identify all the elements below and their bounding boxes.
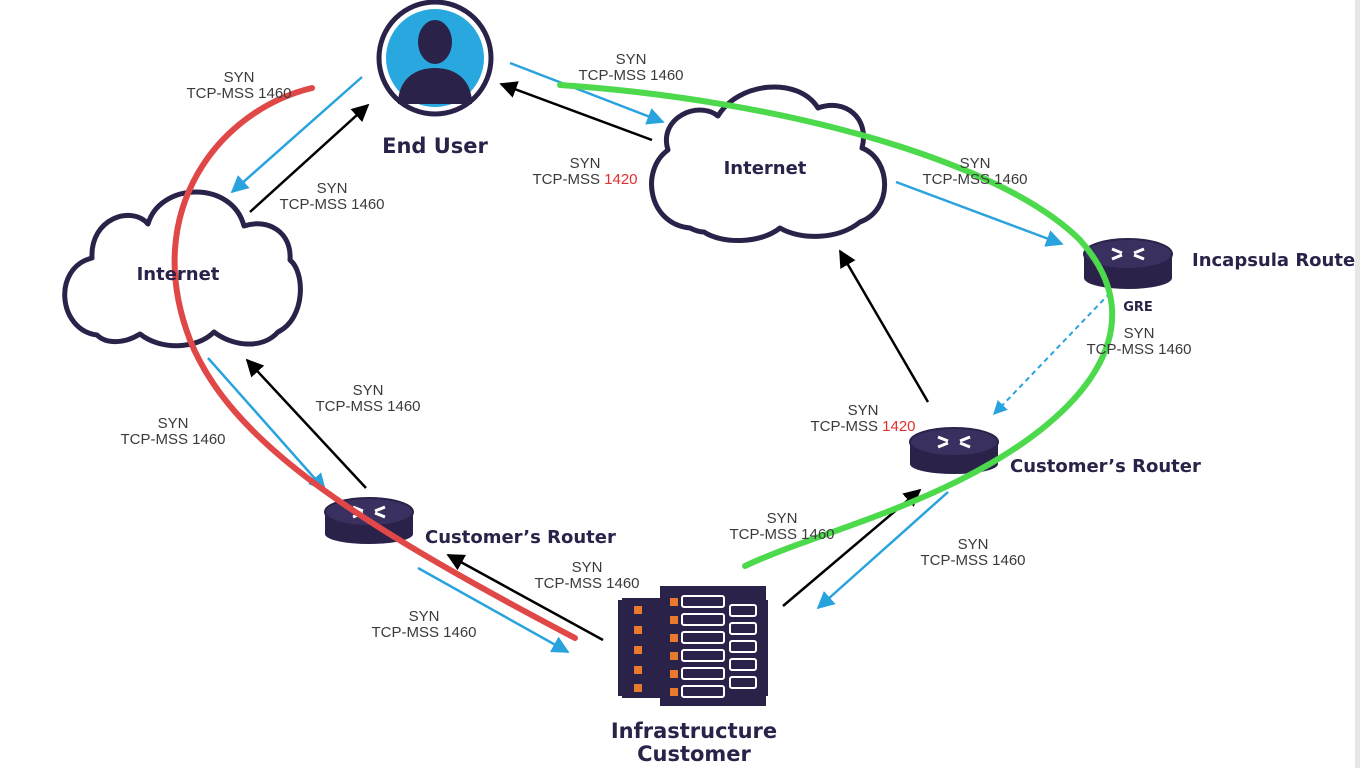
svg-text:TCP-MSS 1460: TCP-MSS 1460 xyxy=(578,67,683,84)
syn-label-user-right-return: SYN TCP-MSS 1420 xyxy=(532,155,637,188)
infrastructure-label-line1: Infrastructure xyxy=(611,719,777,743)
svg-text:SYN: SYN xyxy=(353,382,384,399)
syn-label-server-to-router-right: SYN TCP-MSS 1460 xyxy=(729,510,834,543)
end-user-label: End User xyxy=(382,134,488,158)
svg-text:SYN: SYN xyxy=(158,415,189,432)
svg-text:TCP-MSS 1420: TCP-MSS 1420 xyxy=(810,418,915,435)
svg-text:SYN: SYN xyxy=(616,51,647,68)
svg-text:SYN: SYN xyxy=(570,155,601,172)
customer-router-right-icon xyxy=(909,427,999,474)
incapsula-router-label: Incapsula Router xyxy=(1192,250,1360,271)
svg-text:SYN: SYN xyxy=(767,510,798,527)
infrastructure-label-line2: Customer xyxy=(637,742,751,766)
arrow-router-right-to-server xyxy=(816,491,949,610)
arrow-internet-left-to-user xyxy=(249,103,370,213)
syn-label-router-left-up: SYN TCP-MSS 1460 xyxy=(315,382,420,415)
arrow-user-to-internet-left xyxy=(230,76,363,194)
end-user-icon xyxy=(376,0,494,117)
arrow-router-left-to-internet-left xyxy=(245,358,367,489)
customer-router-right-label: Customer’s Router xyxy=(1010,456,1201,477)
svg-text:SYN: SYN xyxy=(1124,325,1155,342)
customer-router-left-label: Customer’s Router xyxy=(425,527,616,548)
svg-text:SYN: SYN xyxy=(409,608,440,625)
arrow-router-right-to-internet-right xyxy=(838,249,930,403)
svg-text:TCP-MSS 1460: TCP-MSS 1460 xyxy=(729,526,834,543)
svg-text:TCP-MSS 1460: TCP-MSS 1460 xyxy=(120,431,225,448)
syn-label-router-left-to-server: SYN TCP-MSS 1460 xyxy=(371,608,476,641)
svg-text:SYN: SYN xyxy=(317,180,348,197)
red-path xyxy=(171,85,578,641)
arrow-router-left-to-server xyxy=(417,566,570,654)
arrow-server-to-router-left xyxy=(446,553,604,642)
arrow-internet-left-to-router-left xyxy=(207,357,327,492)
svg-text:TCP-MSS 1460: TCP-MSS 1460 xyxy=(315,398,420,415)
svg-text:SYN: SYN xyxy=(848,402,879,419)
syn-label-server-to-router-left: SYN TCP-MSS 1460 xyxy=(534,559,639,592)
svg-text:SYN: SYN xyxy=(960,155,991,172)
syn-label-internet-right-to-incapsula: SYN TCP-MSS 1460 xyxy=(922,155,1027,188)
arrow-gre-tunnel xyxy=(993,292,1111,416)
gre-label: GRE xyxy=(1123,300,1153,315)
syn-label-user-right-out: SYN TCP-MSS 1460 xyxy=(578,51,683,84)
server-rack-icon xyxy=(618,586,768,706)
internet-right-label: Internet xyxy=(724,158,807,179)
internet-cloud-left xyxy=(62,189,303,349)
syn-label-gre: SYN TCP-MSS 1460 xyxy=(1086,325,1191,358)
svg-text:SYN: SYN xyxy=(224,69,255,86)
svg-text:TCP-MSS 1460: TCP-MSS 1460 xyxy=(279,196,384,213)
internet-left-label: Internet xyxy=(137,264,220,285)
syn-label-user-left-out: SYN TCP-MSS 1460 xyxy=(186,69,291,102)
svg-text:SYN: SYN xyxy=(572,559,603,576)
arrow-internet-right-to-incapsula xyxy=(895,180,1064,247)
svg-text:SYN: SYN xyxy=(958,536,989,553)
svg-text:TCP-MSS 1460: TCP-MSS 1460 xyxy=(922,171,1027,188)
arrow-internet-right-to-user xyxy=(499,81,653,142)
svg-text:TCP-MSS 1460: TCP-MSS 1460 xyxy=(186,85,291,102)
right-edge-border xyxy=(1355,0,1360,768)
svg-text:TCP-MSS 1420: TCP-MSS 1420 xyxy=(532,171,637,188)
svg-text:TCP-MSS 1460: TCP-MSS 1460 xyxy=(371,624,476,641)
svg-text:TCP-MSS 1460: TCP-MSS 1460 xyxy=(920,552,1025,569)
arrow-user-to-internet-right xyxy=(509,61,665,125)
syn-label-router-right-up: SYN TCP-MSS 1420 xyxy=(810,402,915,435)
syn-label-user-left-return: SYN TCP-MSS 1460 xyxy=(279,180,384,213)
syn-label-internet-left-down: SYN TCP-MSS 1460 xyxy=(120,415,225,448)
svg-text:TCP-MSS 1460: TCP-MSS 1460 xyxy=(534,575,639,592)
green-path xyxy=(557,82,1116,569)
syn-label-router-right-to-server: SYN TCP-MSS 1460 xyxy=(920,536,1025,569)
svg-text:TCP-MSS 1460: TCP-MSS 1460 xyxy=(1086,341,1191,358)
incapsula-router-icon xyxy=(1083,238,1173,289)
